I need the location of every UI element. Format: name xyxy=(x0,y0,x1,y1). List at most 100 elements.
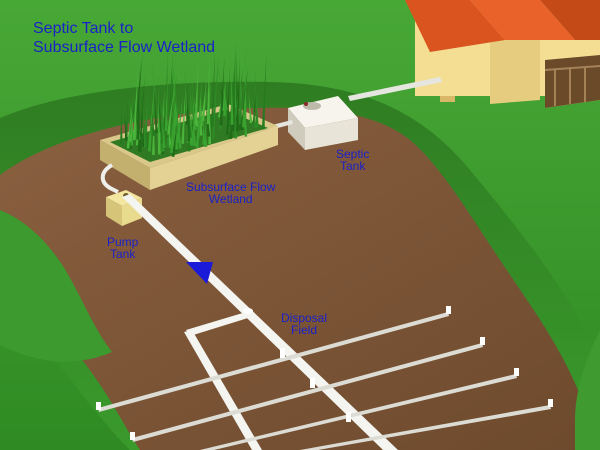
reed-blade xyxy=(237,66,244,125)
reed-blade xyxy=(172,48,176,128)
reed-blade xyxy=(138,75,145,153)
reed-blade xyxy=(192,107,197,146)
reed-blade xyxy=(230,50,234,125)
house-outlet-pipe xyxy=(348,77,442,101)
lateral-line-3 xyxy=(200,374,517,450)
cleanout-1b xyxy=(446,306,451,314)
reed-blade xyxy=(239,38,243,124)
reed-blade xyxy=(223,77,226,116)
reed-blade xyxy=(202,110,206,145)
cleanout-3b xyxy=(514,368,519,376)
reed-blade xyxy=(132,63,139,141)
reed-blade xyxy=(201,77,207,121)
reed-blade xyxy=(139,75,147,148)
reed-blade xyxy=(247,80,253,124)
flow-arrow-icon xyxy=(186,262,213,284)
distribution-pipes-icon xyxy=(96,306,553,450)
reed-blade xyxy=(167,52,174,138)
reed-blade xyxy=(167,88,175,135)
reed-blade xyxy=(189,65,197,131)
reed-blade xyxy=(191,78,199,127)
lateral-line-2 xyxy=(132,343,483,442)
reed-blade xyxy=(240,68,248,130)
reed-blade xyxy=(164,69,168,131)
reed-blade xyxy=(170,107,175,153)
reed-blade xyxy=(170,72,177,139)
reed-blade xyxy=(126,72,134,137)
reed-blade xyxy=(203,79,211,137)
reed-blade xyxy=(142,105,145,147)
reed-blade xyxy=(195,79,203,148)
grass-right-edge xyxy=(575,330,600,450)
cleanout-2b xyxy=(480,337,485,345)
title-line-2: Subsurface Flow Wetland xyxy=(33,39,216,57)
reed-blade xyxy=(219,56,225,126)
header-tee-1 xyxy=(280,348,285,358)
reed-blade xyxy=(161,112,166,148)
reed-blade xyxy=(171,123,178,157)
reed-blade xyxy=(217,65,225,114)
reed-blade xyxy=(244,101,248,137)
reed-blade xyxy=(123,101,128,141)
reed-blade xyxy=(253,45,259,128)
reed-blade xyxy=(156,73,162,132)
reed-blade xyxy=(235,57,241,132)
reed-blade xyxy=(261,51,267,130)
reed-blade xyxy=(147,74,156,152)
wetland-planter-icon xyxy=(100,38,278,190)
reed-blade xyxy=(243,40,247,120)
reed-blade xyxy=(136,64,141,140)
distribution-manifold-pipe xyxy=(186,312,248,336)
reed-blade xyxy=(134,54,143,138)
reed-blade xyxy=(224,70,230,125)
wetland-to-pump-pipe xyxy=(100,163,119,194)
reed-blade xyxy=(187,98,191,141)
reed-blade xyxy=(241,78,247,127)
reed-blade xyxy=(181,82,187,144)
reed-blade xyxy=(239,62,242,131)
reed-blade xyxy=(184,70,192,138)
reed-blade xyxy=(194,51,199,125)
soil-pit xyxy=(0,107,589,450)
title-line-1: Septic Tank to xyxy=(33,20,134,37)
reed-blade xyxy=(152,65,159,134)
reed-blade xyxy=(188,77,196,120)
reed-blade xyxy=(184,88,191,152)
reed-blade xyxy=(249,75,257,128)
reed-blade xyxy=(153,75,162,153)
reed-blade xyxy=(176,94,184,143)
reed-blade xyxy=(147,100,154,136)
header-tee-2 xyxy=(310,378,315,388)
reed-blade xyxy=(204,107,208,147)
reed-blade xyxy=(124,88,129,141)
reed-blade xyxy=(169,66,174,127)
manifold-cleanout xyxy=(243,308,253,314)
reed-blade xyxy=(144,78,149,133)
reed-blade xyxy=(172,70,179,126)
diagram-title: Septic Tank to Subsurface Flow Wetland xyxy=(33,19,215,57)
cleanout-1a xyxy=(96,402,101,410)
reed-blade xyxy=(199,81,202,132)
reed-blade xyxy=(234,91,241,125)
cleanout-4b xyxy=(548,399,553,407)
reed-blade xyxy=(129,112,134,142)
reed-blade xyxy=(206,42,210,125)
label-septic-tank: Septic Tank xyxy=(336,147,370,173)
reed-blade xyxy=(225,64,231,135)
reed-blade xyxy=(232,38,236,118)
reed-blade xyxy=(183,92,190,122)
label-disposal-field: Disposal Field xyxy=(281,311,328,337)
reed-blade xyxy=(159,83,165,133)
septic-tank-icon xyxy=(288,96,358,150)
reed-blade xyxy=(199,100,203,136)
label-subsurface-flow-wetland: Subsurface Flow Wetland xyxy=(186,180,276,206)
lateral-line-1 xyxy=(98,312,449,412)
reed-blade xyxy=(210,48,216,127)
reed-blade xyxy=(235,43,239,122)
label-pump-tank: Pump Tank xyxy=(107,235,139,261)
reed-blade xyxy=(119,97,123,145)
cleanout-2a xyxy=(130,432,135,440)
header-tee-3 xyxy=(346,412,351,422)
reed-blade xyxy=(150,99,155,136)
